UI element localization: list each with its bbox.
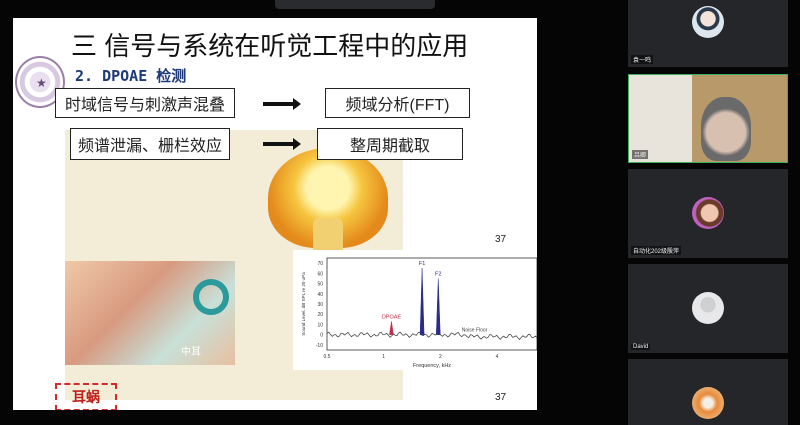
y-tick-label: 50: [317, 282, 323, 288]
peak-label: F2: [435, 271, 441, 277]
default-avatar-icon: [692, 292, 724, 324]
participant-video: [701, 97, 751, 161]
box-time-domain: 时域信号与刺激声混叠: [55, 88, 235, 118]
x-tick-label: 2: [439, 354, 442, 360]
noise-floor-line: [326, 331, 537, 341]
participant-tile[interactable]: [628, 359, 788, 425]
page-number: 37: [495, 392, 507, 403]
participant-name: 自动化202级殷萍: [631, 246, 682, 255]
peak-f2: [436, 278, 441, 335]
avatar: [692, 6, 724, 38]
shared-slide: 三 信号与系统在听觉工程中的应用 ★ 2. DPOAE 检测 时域信号与刺激声混…: [13, 18, 537, 410]
y-tick-label: 60: [317, 271, 323, 277]
avatar: [692, 387, 724, 419]
arrow-right-icon: [263, 138, 301, 150]
peak-f1: [419, 268, 425, 335]
x-tick-label: 4: [496, 354, 499, 360]
y-tick-label: 30: [317, 302, 323, 308]
slide-title: 三 信号与系统在听觉工程中的应用: [71, 31, 469, 61]
x-axis-label: Frequency, kHz: [413, 363, 451, 369]
y-tick-label: 20: [317, 312, 323, 318]
noise-floor-label: Noise Floor: [462, 328, 488, 334]
avatar: [692, 197, 724, 229]
y-axis-label: Sound Level, dB SPL re 20 uPa: [301, 272, 306, 336]
y-tick-label: -10: [316, 343, 323, 349]
y-tick-label: 40: [317, 292, 323, 298]
university-logo: ★: [15, 56, 65, 108]
y-tick-label: 0: [320, 333, 323, 339]
x-tick-label: 1: [382, 354, 385, 360]
plot-frame: [326, 257, 537, 351]
participant-tile[interactable]: 自动化202级殷萍: [628, 169, 788, 258]
y-tick-label: 70: [317, 261, 323, 267]
y-tick-label: 10: [317, 322, 323, 328]
cochlea-illustration: [193, 279, 229, 315]
arrow-right-icon: [263, 98, 301, 110]
slide-subtitle: 2. DPOAE 检测: [75, 67, 187, 85]
cochlea-label: 耳蜗: [55, 383, 117, 410]
x-tick-label: 0.5: [324, 354, 331, 360]
box-leakage: 频谱泄漏、栅栏效应: [70, 128, 230, 160]
page-number: 37: [495, 234, 507, 245]
middle-ear-label: 中耳: [181, 347, 201, 358]
box-truncation: 整周期截取: [317, 128, 463, 160]
participant-name: David: [631, 344, 651, 350]
peak-label: F1: [419, 261, 425, 267]
participant-name: 袁一鸣: [631, 55, 654, 64]
ear-anatomy-image: 中耳: [65, 261, 235, 365]
box-fft: 频域分析(FFT): [325, 88, 470, 118]
participant-tile[interactable]: 袁一鸣: [628, 0, 788, 67]
screen-share-toolbar[interactable]: [275, 0, 435, 9]
participant-video-tile[interactable]: 吕卿: [628, 74, 788, 163]
participant-name: 吕卿: [632, 150, 649, 159]
participant-tile[interactable]: David: [628, 264, 788, 353]
peak-label: DPOAE: [382, 314, 402, 320]
peak-dpoae: [389, 321, 394, 335]
